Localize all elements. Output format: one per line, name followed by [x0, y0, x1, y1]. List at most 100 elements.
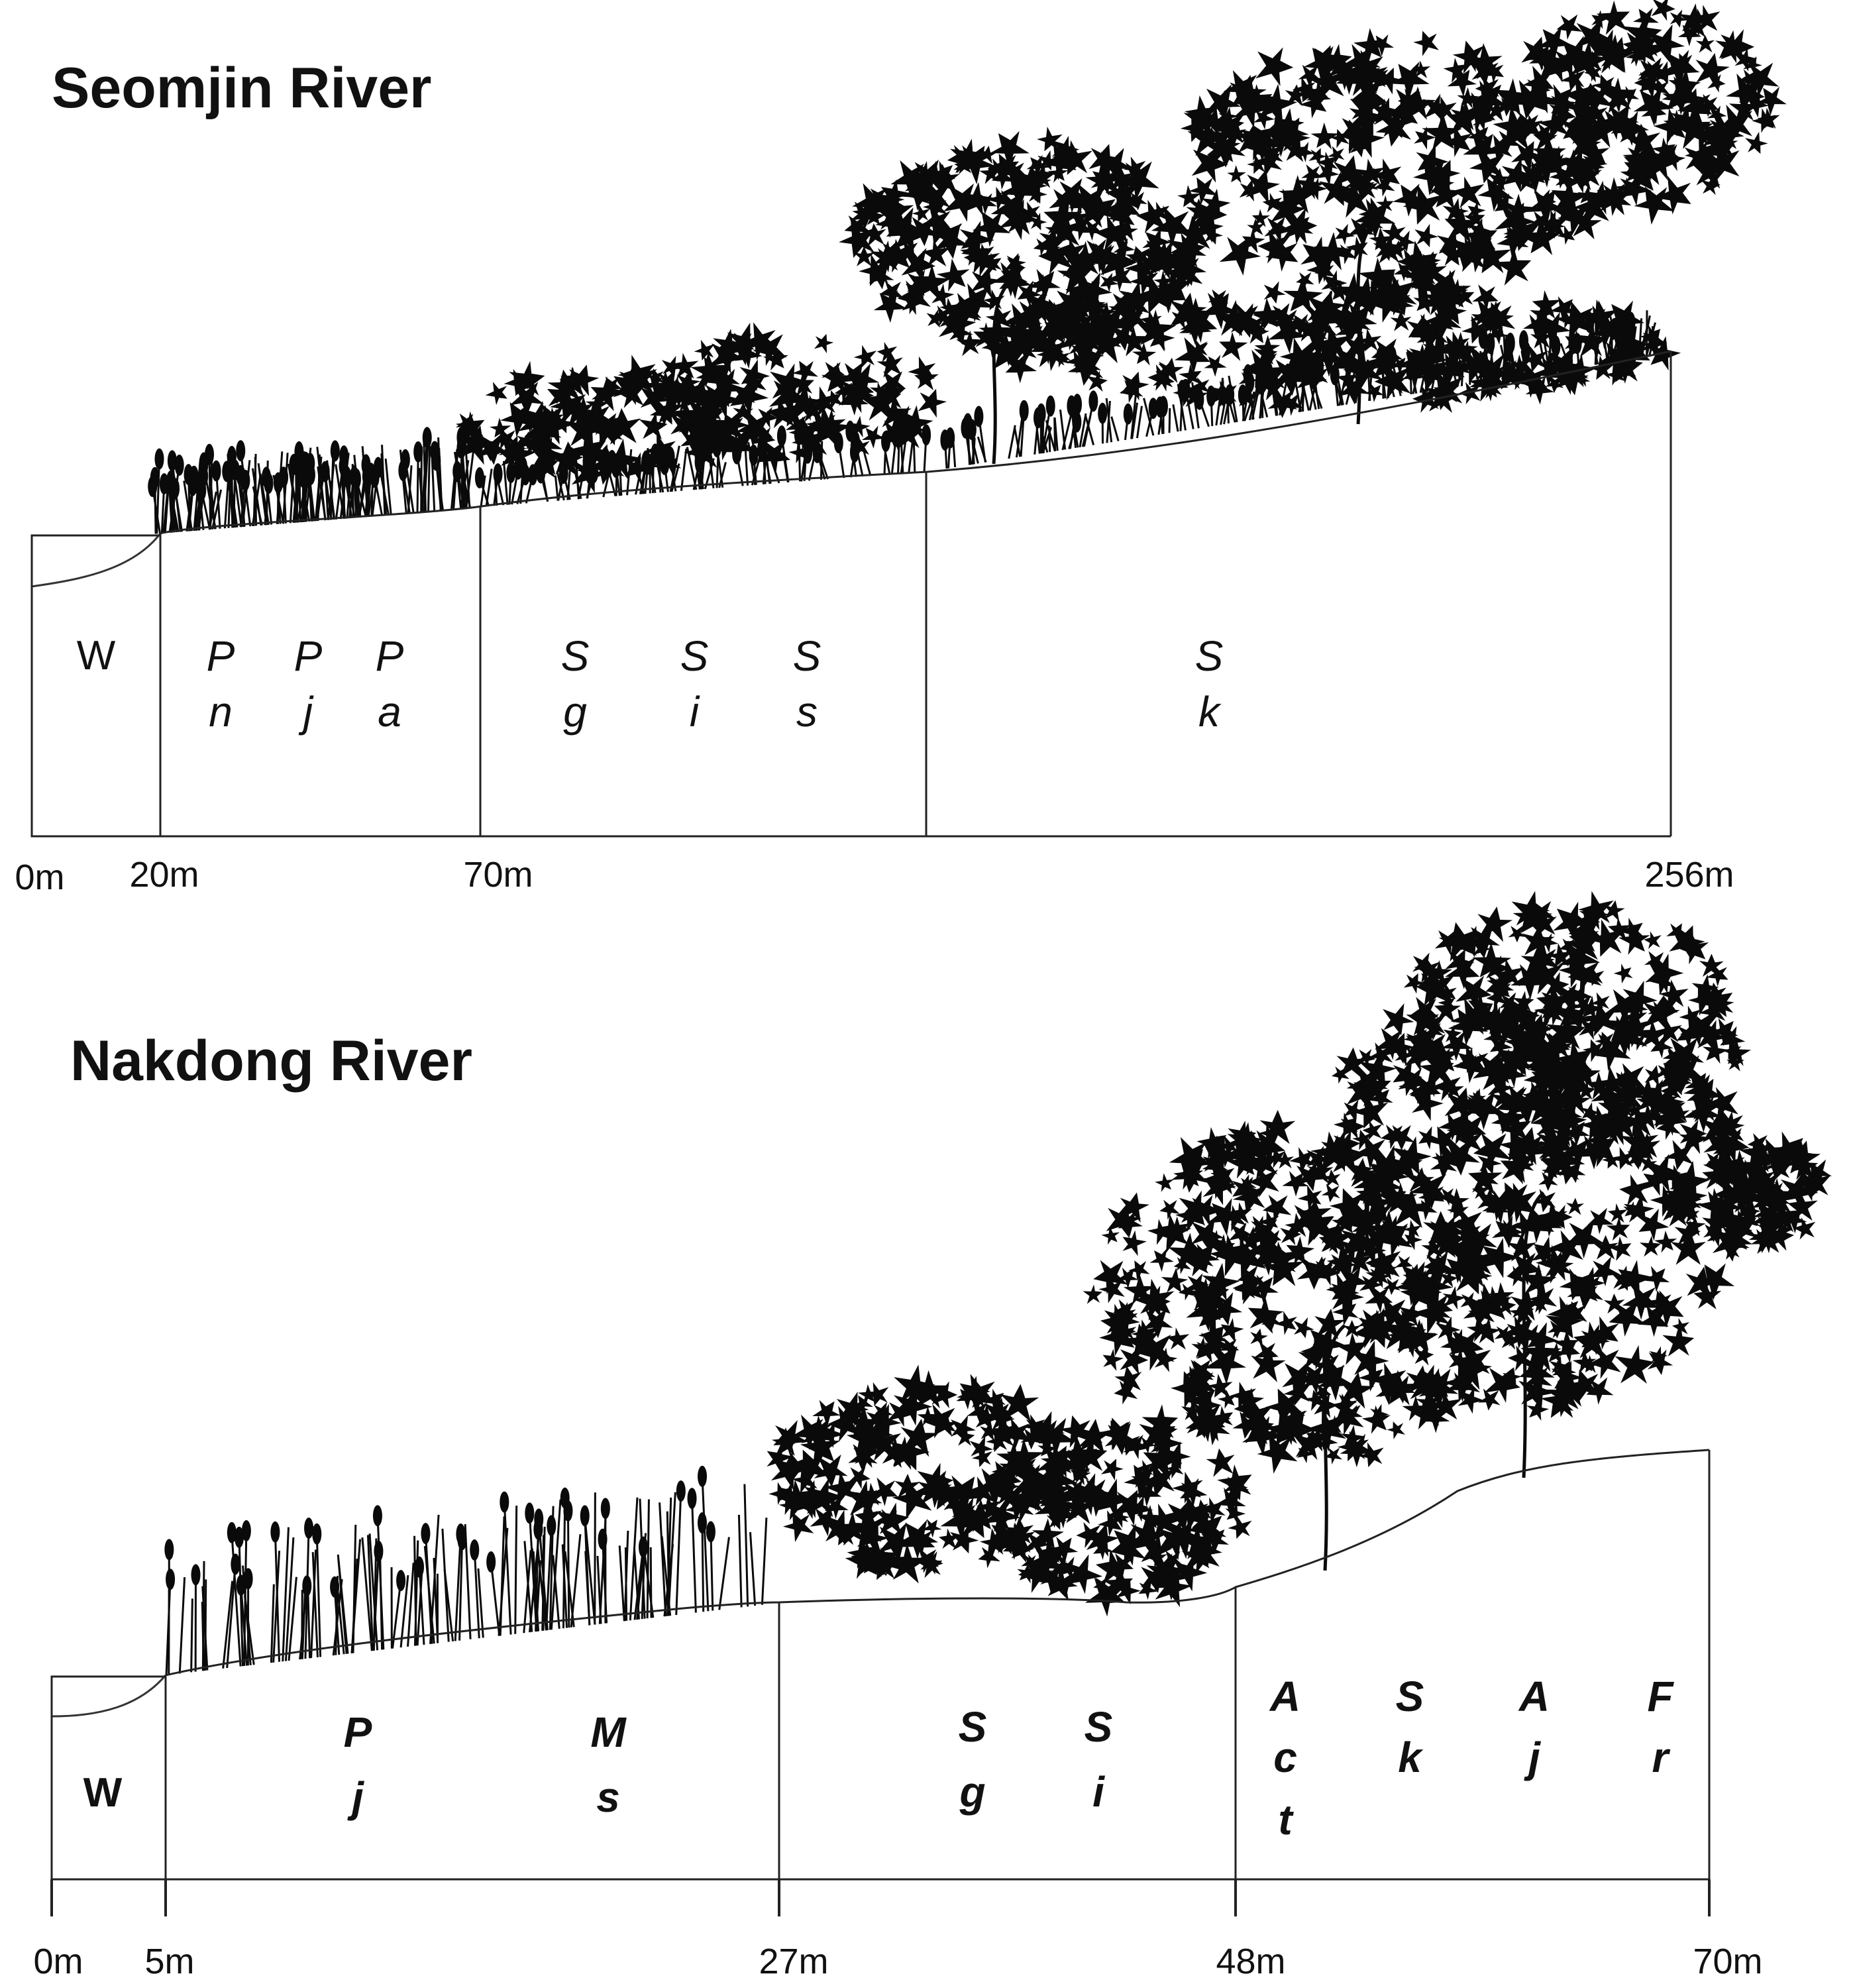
- nakdong-grass: [379, 1559, 384, 1650]
- nakdong-grass-plume: [600, 1498, 610, 1519]
- nakdong-grass-plume: [374, 1540, 384, 1562]
- nakdong-grass-plume: [598, 1528, 608, 1550]
- seomjin-grass-plume: [148, 476, 158, 498]
- nakdong-grass: [288, 1576, 297, 1661]
- nakdong-grass-plume: [500, 1491, 509, 1513]
- nakdong-grass-plume: [164, 1539, 174, 1561]
- nakdong-grass-plume: [312, 1523, 322, 1545]
- nakdong-tree-crown: [1320, 1183, 1342, 1204]
- nakdong-grass: [311, 1552, 319, 1657]
- seomjin-understory: [1110, 416, 1120, 441]
- seomjin-understory-plume: [940, 429, 950, 451]
- seomjin-understory: [554, 475, 559, 501]
- nakdong-zone-forest: A S A F c k j r t: [1269, 1673, 1675, 1844]
- nakdong-tree-crown: [1565, 1197, 1585, 1215]
- seomjin-tick-20m: 20m: [129, 855, 199, 895]
- seomjin-shrub: [851, 343, 880, 372]
- nakdong-grass-plume: [304, 1518, 314, 1539]
- nakdong-grass: [701, 1476, 710, 1612]
- seomjin-grass-plume: [211, 460, 221, 482]
- nakdong-grass: [372, 1551, 380, 1651]
- nakdong-grass: [659, 1502, 667, 1617]
- nakdong-grass-plume: [486, 1551, 496, 1573]
- nakdong-grass: [399, 1574, 409, 1648]
- seomjin-grass: [427, 445, 431, 512]
- seomjin-grass: [326, 460, 336, 520]
- nakdong-grass: [761, 1518, 768, 1605]
- seomjin-understory: [1045, 419, 1056, 452]
- nakdong-grass: [204, 1579, 207, 1671]
- seomjin-title: Seomjin River: [52, 56, 432, 120]
- nakdong-grass: [550, 1499, 562, 1630]
- seomjin-zone-s-2b: i: [690, 688, 700, 736]
- nakdong-zone-f-1c: t: [1278, 1796, 1294, 1844]
- nakdong-grass-plume: [547, 1515, 556, 1537]
- nakdong-grass-plume: [396, 1570, 406, 1592]
- seomjin-grass: [384, 458, 392, 516]
- nakdong-zone-s-2b: i: [1092, 1768, 1105, 1816]
- nakdong-title: Nakdong River: [70, 1029, 472, 1093]
- seomjin-grass-plume: [330, 440, 340, 462]
- seomjin-grass-plume: [413, 441, 423, 463]
- nakdong-tick-0m: 0m: [33, 1942, 83, 1981]
- nakdong-trunk: [1522, 1191, 1545, 1478]
- seomjin-grass: [346, 475, 352, 519]
- seomjin-understory: [680, 448, 688, 491]
- seomjin-tree-crown: [1410, 27, 1443, 58]
- seomjin-grass-plume: [187, 474, 197, 496]
- seomjin-understory-plume: [528, 464, 538, 486]
- seomjin-understory-plume: [506, 462, 516, 484]
- nakdong-grass: [514, 1506, 518, 1634]
- nakdong-grass-plume: [234, 1526, 244, 1548]
- nakdong-grass-plume: [415, 1556, 425, 1578]
- nakdong-tree-crown: [1642, 930, 1662, 950]
- seomjin-grass-plume: [159, 473, 169, 495]
- nakdong-water-surface: [51, 1675, 167, 1718]
- nakdong-grass: [241, 1565, 252, 1665]
- seomjin-understory: [1106, 400, 1111, 443]
- nakdong-panel: Nakdong River W P M j s S S g: [33, 889, 1836, 1981]
- seomjin-grass-plume: [361, 454, 371, 476]
- nakdong-grass: [178, 1576, 186, 1674]
- seomjin-understory-plume: [1098, 402, 1108, 424]
- nakdong-tree-crown: [1153, 1171, 1178, 1196]
- nakdong-ground-profile: [165, 1449, 1710, 1677]
- nakdong-grass-plume: [372, 1505, 382, 1527]
- seomjin-understory-plume: [493, 463, 503, 485]
- nakdong-tree-crown: [1116, 1226, 1149, 1260]
- nakdong-grass: [562, 1498, 566, 1629]
- nakdong-grass-plume: [231, 1553, 240, 1575]
- seomjin-grass: [351, 464, 354, 518]
- nakdong-grass: [675, 1491, 682, 1616]
- nakdong-zone-f-3a: A: [1518, 1673, 1550, 1720]
- seomjin-understory-plume: [1148, 398, 1158, 419]
- seomjin-tree-crown: [1422, 93, 1451, 123]
- seomjin-understory-plume: [1073, 394, 1083, 415]
- nakdong-grass: [531, 1548, 539, 1631]
- seomjin-tree-crown: [1116, 366, 1152, 402]
- seomjin-understory: [502, 461, 509, 505]
- seomjin-tree-crown: [1210, 380, 1241, 410]
- seomjin-understory-plume: [967, 419, 977, 441]
- seomjin-understory: [1053, 417, 1059, 451]
- seomjin-zone-p-2a: P: [294, 632, 323, 680]
- seomjin-grass-plume: [339, 445, 349, 467]
- nakdong-grass-plume: [698, 1465, 708, 1487]
- seomjin-understory: [485, 469, 493, 507]
- nakdong-grass: [629, 1497, 639, 1621]
- seomjin-understory-plume: [474, 467, 484, 488]
- seomjin-grass: [317, 454, 321, 522]
- nakdong-grass-plume: [457, 1529, 467, 1551]
- nakdong-zone-s-1b: g: [959, 1768, 985, 1816]
- seomjin-understory: [1168, 408, 1171, 433]
- seomjin-understory: [1008, 425, 1016, 459]
- nakdong-grass: [594, 1492, 596, 1625]
- nakdong-grass: [201, 1602, 205, 1671]
- seomjin-zone-sk: S k: [1195, 632, 1224, 736]
- seomjin-understory-plume: [974, 406, 984, 427]
- nakdong-grass: [701, 1523, 705, 1612]
- nakdong-grass: [528, 1539, 540, 1633]
- seomjin-zone-s-3a: S: [793, 632, 822, 680]
- nakdong-grass: [710, 1531, 714, 1611]
- nakdong-grass: [691, 1498, 697, 1613]
